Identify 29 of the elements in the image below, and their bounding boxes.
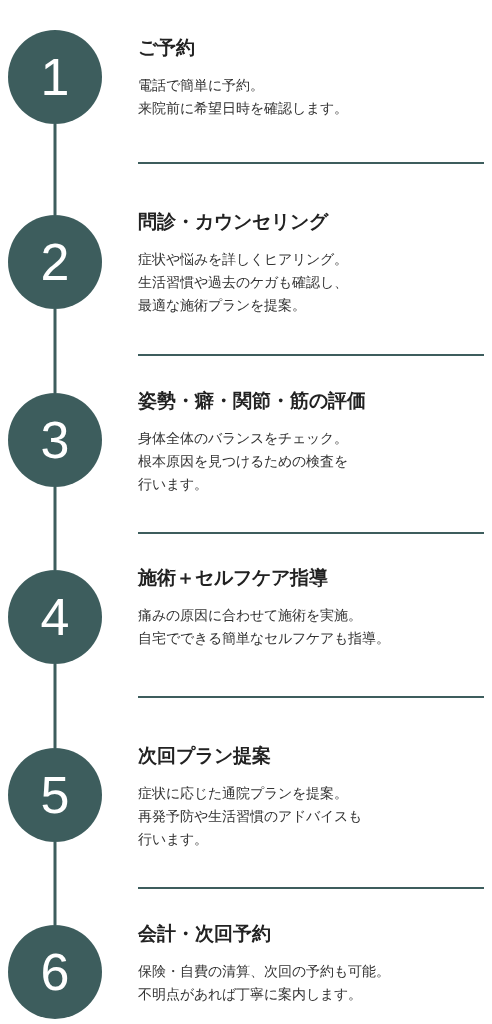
step-number: 1 xyxy=(40,51,70,103)
step-number: 4 xyxy=(40,591,70,643)
connector-line xyxy=(53,309,57,393)
step-description: 症状や悩みを詳しくヒアリング。 xyxy=(138,251,348,269)
step-description: 生活習慣や過去のケガも確認し、最適な施術プランを提案。 xyxy=(138,274,348,315)
step-title: 会計・次回予約 xyxy=(138,922,271,946)
step-number: 5 xyxy=(40,769,70,821)
step-description: 不明点があれば丁寧に案内します。 xyxy=(138,986,363,1004)
connector-line xyxy=(53,842,57,925)
step-description: 根本原因を見つけるための検査を行います。 xyxy=(138,453,348,494)
step-number: 6 xyxy=(40,946,70,998)
connector-line xyxy=(53,487,57,570)
step-title: ご予約 xyxy=(138,36,195,60)
step-title: 施術＋セルフケア指導 xyxy=(138,566,328,590)
step-title: 次回プラン提案 xyxy=(138,744,271,768)
connector-line xyxy=(53,664,57,748)
step-description: 身体全体のバランスをチェック。 xyxy=(138,430,348,448)
step-title: 姿勢・癖・関節・筋の評価 xyxy=(138,389,366,413)
step-description: 保険・自費の清算、次回の予約も可能。 xyxy=(138,963,390,981)
step-title: 問診・カウンセリング xyxy=(138,210,328,234)
step-description: 再発予防や生活習慣のアドバイスも行います。 xyxy=(138,808,362,849)
step-number: 3 xyxy=(40,414,70,466)
step-description: 来院前に希望日時を確認します。 xyxy=(138,100,349,118)
step-description: 電話で簡単に予約。 xyxy=(138,77,265,95)
step-description: 症状に応じた通院プランを提案。 xyxy=(138,785,349,803)
connector-line xyxy=(53,124,57,215)
step-description: 痛みの原因に合わせて施術を実施。 xyxy=(138,607,363,625)
step-number: 2 xyxy=(40,236,70,288)
step-description: 自宅でできる簡単なセルフケアも指導。 xyxy=(138,630,390,648)
